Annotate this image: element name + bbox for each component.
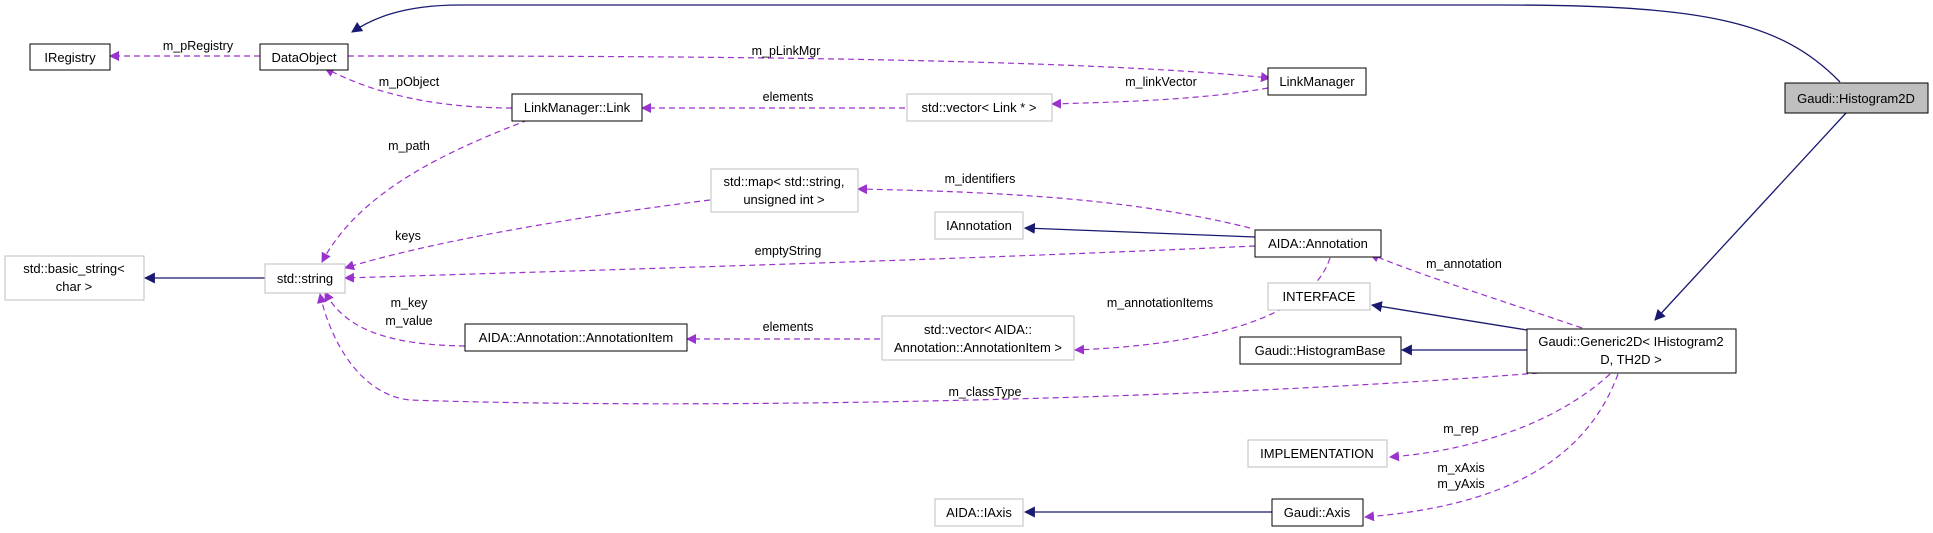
node-interface-label: INTERFACE bbox=[1283, 289, 1356, 304]
label-m-linkvector: m_linkVector bbox=[1125, 75, 1197, 89]
label-m-key: m_key bbox=[391, 296, 429, 310]
label-m-plinkmgr: m_pLinkMgr bbox=[752, 44, 821, 58]
label-m-identifiers: m_identifiers bbox=[945, 172, 1016, 186]
node-annotation-item[interactable]: AIDA::Annotation::AnnotationItem bbox=[464, 323, 688, 352]
edge-histogram2d-to-generic2d bbox=[1654, 112, 1847, 321]
node-std-map-line1: std::map< std::string, bbox=[723, 174, 844, 189]
node-linkmanager-link-label: LinkManager::Link bbox=[524, 100, 631, 115]
edge-m-path bbox=[321, 119, 529, 263]
label-emptystring: emptyString bbox=[755, 244, 822, 258]
label-m-pregistry: m_pRegistry bbox=[163, 39, 234, 53]
node-aida-annotation-label: AIDA::Annotation bbox=[1268, 236, 1368, 251]
edge-labels: m_pRegistry m_pLinkMgr m_pObject element… bbox=[163, 39, 1502, 491]
node-iannotation-label: IAnnotation bbox=[946, 218, 1012, 233]
edge-m-annotation bbox=[1369, 252, 1583, 329]
edge-m-identifiers bbox=[857, 184, 1251, 229]
node-linkmanager[interactable]: LinkManager bbox=[1267, 67, 1367, 96]
label-elements-items: elements bbox=[763, 320, 814, 334]
node-basic-string-line2: char > bbox=[56, 279, 93, 294]
edge-m-key-m-value bbox=[324, 291, 466, 347]
label-m-annotation: m_annotation bbox=[1426, 257, 1502, 271]
node-basic-string[interactable]: std::basic_string< char > bbox=[4, 255, 145, 301]
nodes: Gaudi::Histogram2D DataObject IRegistry … bbox=[4, 43, 1929, 527]
node-implementation-label: IMPLEMENTATION bbox=[1260, 446, 1374, 461]
edge-m-rep bbox=[1389, 373, 1611, 462]
label-m-path: m_path bbox=[388, 139, 430, 153]
edge-keys bbox=[344, 199, 711, 271]
node-histogram-base-label: Gaudi::HistogramBase bbox=[1255, 343, 1386, 358]
node-generic2d-line2: D, TH2D > bbox=[1600, 352, 1662, 367]
node-gaudi-axis-label: Gaudi::Axis bbox=[1284, 505, 1351, 520]
node-interface[interactable]: INTERFACE bbox=[1267, 282, 1371, 311]
edge-emptystring bbox=[344, 245, 1256, 283]
node-vector-annotation-item[interactable]: std::vector< AIDA:: Annotation::Annotati… bbox=[881, 315, 1075, 361]
node-iregistry[interactable]: IRegistry bbox=[29, 43, 111, 71]
node-iannotation[interactable]: IAnnotation bbox=[934, 211, 1024, 240]
node-generic2d[interactable]: Gaudi::Generic2D< IHistogram2 D, TH2D > bbox=[1526, 328, 1737, 374]
node-linkmanager-label: LinkManager bbox=[1279, 74, 1355, 89]
label-m-classtype: m_classType bbox=[949, 385, 1022, 399]
node-std-string[interactable]: std::string bbox=[264, 263, 346, 294]
edge-m-classtype bbox=[317, 293, 1539, 405]
inheritance-edges bbox=[143, 4, 1847, 518]
node-vector-annotation-item-line2: Annotation::AnnotationItem > bbox=[894, 340, 1062, 355]
node-std-string-label: std::string bbox=[277, 271, 333, 286]
edge-m-xaxis-m-yaxis bbox=[1364, 373, 1619, 522]
label-m-pobject: m_pObject bbox=[379, 75, 440, 89]
label-m-rep: m_rep bbox=[1443, 422, 1478, 436]
node-dataobject-label: DataObject bbox=[271, 50, 336, 65]
node-histogram2d[interactable]: Gaudi::Histogram2D bbox=[1784, 82, 1929, 114]
node-histogram-base[interactable]: Gaudi::HistogramBase bbox=[1239, 336, 1402, 365]
node-generic2d-line1: Gaudi::Generic2D< IHistogram2 bbox=[1538, 334, 1723, 349]
node-vector-link-label: std::vector< Link * > bbox=[922, 100, 1037, 115]
node-annotation-item-label: AIDA::Annotation::AnnotationItem bbox=[479, 330, 673, 345]
label-elements-link: elements bbox=[763, 90, 814, 104]
node-vector-link[interactable]: std::vector< Link * > bbox=[906, 93, 1053, 122]
node-iregistry-label: IRegistry bbox=[44, 50, 96, 65]
label-m-annotationitems: m_annotationItems bbox=[1107, 296, 1213, 310]
label-keys: keys bbox=[395, 229, 421, 243]
node-aida-annotation[interactable]: AIDA::Annotation bbox=[1254, 229, 1382, 258]
node-std-map-line2: unsigned int > bbox=[743, 192, 824, 207]
edge-generic2d-to-interface bbox=[1370, 301, 1528, 331]
edge-m-plinkmgr bbox=[347, 55, 1271, 83]
node-dataobject[interactable]: DataObject bbox=[259, 43, 349, 71]
node-aida-iaxis[interactable]: AIDA::IAxis bbox=[934, 498, 1024, 527]
node-aida-iaxis-label: AIDA::IAxis bbox=[946, 505, 1012, 520]
label-m-value: m_value bbox=[385, 314, 432, 328]
node-implementation[interactable]: IMPLEMENTATION bbox=[1247, 439, 1388, 468]
usage-edges bbox=[109, 51, 1619, 522]
node-gaudi-axis[interactable]: Gaudi::Axis bbox=[1271, 498, 1364, 527]
label-m-xaxis: m_xAxis bbox=[1437, 461, 1484, 475]
node-vector-annotation-item-line1: std::vector< AIDA:: bbox=[924, 322, 1032, 337]
node-linkmanager-link[interactable]: LinkManager::Link bbox=[511, 93, 643, 122]
edge-m-linkvector bbox=[1051, 87, 1269, 109]
node-basic-string-line1: std::basic_string< bbox=[23, 261, 125, 276]
label-m-yaxis: m_yAxis bbox=[1437, 477, 1484, 491]
edge-histogram2d-to-dataobject bbox=[351, 4, 1841, 83]
edge-aida-annotation-to-iannotation bbox=[1023, 222, 1256, 238]
node-std-map[interactable]: std::map< std::string, unsigned int > bbox=[710, 168, 859, 213]
edge-m-pobject bbox=[324, 67, 513, 109]
edge-m-annotationitems bbox=[1074, 257, 1331, 355]
node-histogram2d-label: Gaudi::Histogram2D bbox=[1797, 91, 1915, 106]
